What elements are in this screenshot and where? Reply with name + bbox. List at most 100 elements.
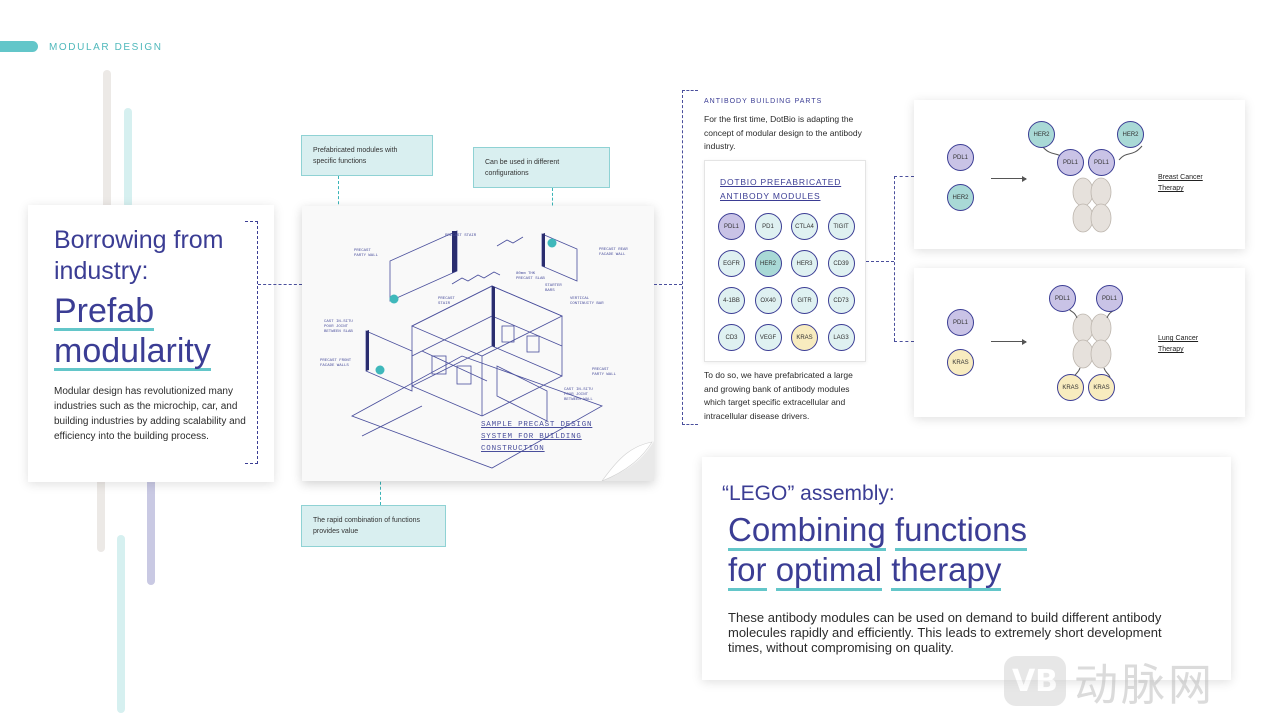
arm-pdl1-right: PDL1 bbox=[1096, 285, 1123, 312]
lego-body-text: These antibody modules can be used on de… bbox=[728, 610, 1162, 655]
module-her2: HER2 bbox=[754, 250, 782, 277]
module-cd39: CD39 bbox=[827, 250, 855, 277]
blueprint-drawing: PRECAST STAIR PRECAST PARTY WALL PRECAST… bbox=[320, 230, 654, 481]
cards-bracket-v bbox=[894, 176, 895, 341]
modules-title-line-1: DOTBIO PREFABRICATED bbox=[720, 177, 842, 187]
decor-bar-grey-1 bbox=[103, 70, 111, 210]
module-pd1: PD1 bbox=[754, 213, 782, 240]
therapy-label-line-2: Therapy bbox=[1158, 185, 1184, 192]
module-egfr: EGFR bbox=[718, 250, 745, 277]
precast-blueprint-sheet: PRECAST STAIR PRECAST PARTY WALL PRECAST… bbox=[302, 206, 654, 481]
section-label: MODULAR DESIGN bbox=[49, 42, 163, 53]
parts-bracket-v bbox=[682, 90, 683, 425]
dashed-bracket bbox=[245, 221, 258, 464]
arm-pdl1-right: PDL1 bbox=[1088, 149, 1115, 176]
decor-bar-lavender bbox=[147, 478, 155, 585]
input-module-her2: HER2 bbox=[947, 184, 974, 211]
title-word-for: for bbox=[728, 552, 767, 591]
lung-cancer-therapy-card: PDL1 KRAS PDL1 PDL1 KRAS KRAS Lung Cance… bbox=[914, 268, 1245, 417]
antibody-parts-intro: For the first time, DotBio is adapting t… bbox=[704, 114, 862, 151]
callout-rapid-combination: The rapid combination of functions provi… bbox=[301, 505, 446, 547]
lego-title-line-1: Combining functions bbox=[728, 511, 1028, 551]
input-module-kras: KRAS bbox=[947, 349, 974, 376]
lego-title-line-2: for optimal therapy bbox=[728, 551, 1002, 591]
card-body-text: Modular design has revolutionized many i… bbox=[54, 386, 246, 442]
bp-label-starter-bars: STARTER bbox=[545, 284, 562, 288]
bp-label-front-facade: PRECAST FRONT bbox=[320, 359, 352, 363]
therapy-label-line-1: Lung Cancer bbox=[1158, 335, 1199, 342]
bp-label-cast-in-situ-2: CAST IN-SITU bbox=[564, 388, 593, 392]
arm-pdl1-left: PDL1 bbox=[1057, 149, 1084, 176]
watermark-logo-icon: VB bbox=[1004, 656, 1066, 706]
module-her3: HER3 bbox=[791, 250, 818, 277]
lego-subtitle: “LEGO” assembly: bbox=[722, 482, 895, 505]
arm-kras-left: KRAS bbox=[1057, 374, 1084, 401]
bp-label-precast-stair-2: PRECAST bbox=[438, 297, 455, 301]
svg-text:POUR JOINT: POUR JOINT bbox=[564, 393, 589, 397]
arm-her2-right: HER2 bbox=[1117, 121, 1144, 148]
modules-title-line-2: ANTIBODY MODULES bbox=[720, 191, 821, 201]
svg-text:FACADE WALLS: FACADE WALLS bbox=[320, 364, 349, 368]
module-tigit: TIGIT bbox=[827, 213, 855, 240]
therapy-label-line-2: Therapy bbox=[1158, 346, 1184, 353]
therapy-label-line-1: Breast Cancer bbox=[1158, 174, 1203, 181]
svg-text:FACADE WALL: FACADE WALL bbox=[599, 253, 626, 257]
svg-text:PARTY WALL: PARTY WALL bbox=[592, 373, 617, 377]
module-41bb: 4-1BB bbox=[718, 287, 745, 314]
caption-line-1: SAMPLE PRECAST DESIGN bbox=[481, 421, 593, 429]
card-heading: Borrowing from industry: bbox=[54, 226, 224, 285]
caption-line-2: SYSTEM FOR BUILDING bbox=[481, 433, 582, 441]
connector-modules-cards bbox=[866, 261, 894, 262]
svg-text:BETWEEN WALL: BETWEEN WALL bbox=[564, 398, 593, 402]
bp-label-cast-in-situ-1: CAST IN-SITU bbox=[324, 320, 353, 324]
therapy-label-lung: Lung Cancer Therapy bbox=[1158, 333, 1198, 355]
bp-label-party-wall-2: PRECAST bbox=[592, 368, 609, 372]
bp-label-party-wall: PRECAST bbox=[354, 249, 371, 253]
parts-bracket-bottom bbox=[682, 424, 698, 425]
module-cd73: CD73 bbox=[827, 287, 855, 314]
modules-title: DOTBIO PREFABRICATED ANTIBODY MODULES bbox=[720, 175, 841, 203]
assembly-arrow bbox=[991, 338, 1027, 345]
bispecific-antibody-diagram bbox=[1041, 145, 1143, 233]
connector-left-blueprint bbox=[258, 284, 302, 285]
svg-text:BETWEEN SLAB: BETWEEN SLAB bbox=[324, 330, 353, 334]
arm-her2-left: HER2 bbox=[1028, 121, 1055, 148]
decor-bar-teal-2 bbox=[117, 535, 125, 713]
callout-prefab-modules: Prefabricated modules with specific func… bbox=[301, 135, 433, 176]
title-word-optimal: optimal bbox=[775, 552, 883, 591]
module-kras: KRAS bbox=[791, 324, 818, 351]
antibody-parts-outro: To do so, we have prefabricated a large … bbox=[704, 370, 853, 421]
arm-pdl1-left: PDL1 bbox=[1049, 285, 1076, 312]
module-ctla4: CTLA4 bbox=[791, 213, 818, 240]
breast-cancer-therapy-card: PDL1 HER2 HER2 HER2 PDL1 PDL1 Breast Can… bbox=[914, 100, 1245, 249]
watermark-text: 动脉网 bbox=[1074, 660, 1215, 711]
title-word-modularity: modularity bbox=[54, 332, 211, 371]
input-module-pdl1: PDL1 bbox=[947, 309, 974, 336]
cards-bracket-top bbox=[894, 176, 914, 177]
callout-configurations: Can be used in different configurations bbox=[473, 147, 610, 188]
svg-text:POUR JOINT: POUR JOINT bbox=[324, 325, 349, 329]
decor-bar-teal-1 bbox=[124, 108, 132, 208]
svg-text:BARS: BARS bbox=[545, 289, 555, 293]
connector-blueprint-parts bbox=[654, 284, 682, 285]
arm-kras-right: KRAS bbox=[1088, 374, 1115, 401]
svg-text:PARTY WALL: PARTY WALL bbox=[354, 254, 379, 258]
antibody-modules-panel: DOTBIO PREFABRICATED ANTIBODY MODULES PD… bbox=[704, 160, 866, 362]
cards-bracket-bottom bbox=[894, 341, 914, 342]
lego-assembly-card: “LEGO” assembly: Combining functions for… bbox=[702, 457, 1231, 680]
module-vegf: VEGF bbox=[754, 324, 782, 351]
svg-text:CONTINUITY BAR: CONTINUITY BAR bbox=[570, 302, 604, 306]
antibody-parts-heading: ANTIBODY BUILDING PARTS bbox=[704, 98, 823, 105]
svg-text:PRECAST SLAB: PRECAST SLAB bbox=[516, 277, 545, 281]
bp-label-vertical-bar: VERTICAL bbox=[570, 297, 590, 301]
parts-bracket-top bbox=[682, 90, 698, 91]
input-module-pdl1: PDL1 bbox=[947, 144, 974, 171]
svg-text:STAIR: STAIR bbox=[438, 302, 451, 306]
title-word-functions: functions bbox=[894, 512, 1028, 551]
decor-bar-grey-2 bbox=[97, 478, 105, 552]
caption-line-3: CONSTRUCTION bbox=[481, 445, 545, 453]
module-cd3: CD3 bbox=[718, 324, 745, 351]
module-gitr: GITR bbox=[791, 287, 818, 314]
title-word-combining: Combining bbox=[728, 512, 886, 551]
